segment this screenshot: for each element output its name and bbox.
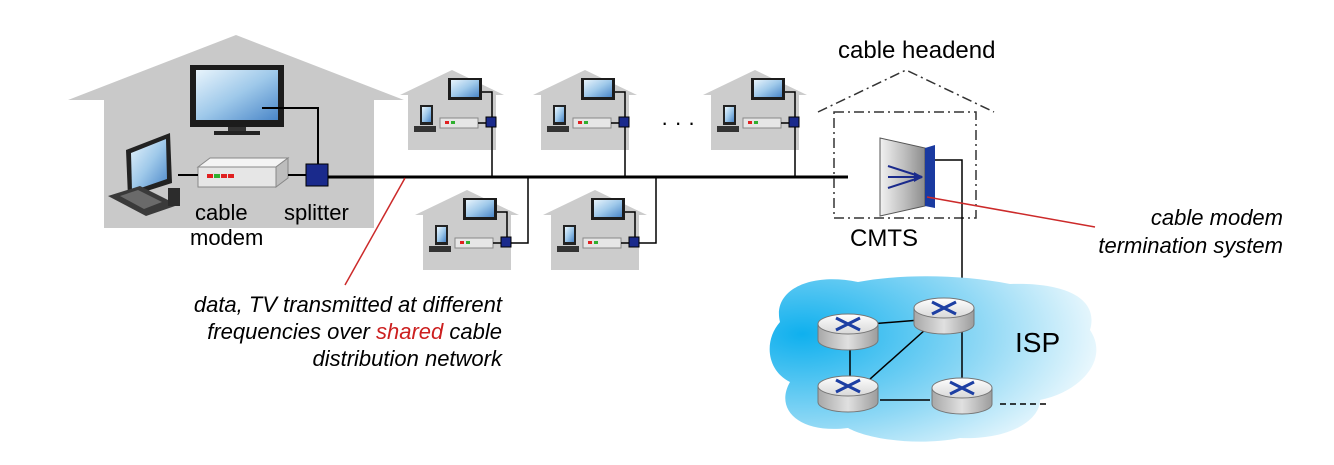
ellipsis-label: · · · [661,110,695,135]
small-house [703,70,807,177]
small-house [543,190,647,270]
cable-headend [817,69,995,285]
drop-wire [639,177,657,244]
drop-wire [511,177,529,244]
router-icon [913,297,975,335]
monitor-icon [190,65,284,135]
shared-description-line3: distribution network [312,346,503,371]
shared-description-line1: data, TV transmitted at different [194,292,503,317]
cmts-description-line1: cable modem [1151,205,1283,230]
main-house [68,35,404,228]
splitter-label: splitter [284,200,349,225]
shared-line2-post: cable [443,319,502,344]
small-house [415,190,519,270]
desktop-computer-icon [108,133,180,216]
headend-box [833,111,977,219]
cmts-callout-line [926,196,1096,228]
tv-splitter-wire [262,107,319,164]
isp-label: ISP [1015,327,1060,358]
cmts-icon [879,137,935,217]
cmts-description-line2: termination system [1098,233,1283,258]
shared-callout-line [344,177,406,286]
small-house [400,70,504,177]
cmts-label: CMTS [850,225,918,252]
splitter-icon [305,163,329,187]
cmts-uplink [935,159,963,285]
small-house [533,70,637,177]
router-icon [817,375,879,413]
router-icon [817,313,879,351]
isp-network [769,276,1097,442]
router-icon [931,377,993,415]
cable-headend-label: cable headend [838,37,995,64]
cable-modem-label-line2: modem [190,225,263,250]
cable-modem-icon [196,157,290,188]
shared-emphasis: shared [376,319,444,344]
headend-roof [817,69,995,113]
shared-description-line2: frequencies over shared cable [207,319,502,344]
cable-modem-label-line1: cable [195,200,248,225]
shared-line2-pre: frequencies over [207,319,376,344]
